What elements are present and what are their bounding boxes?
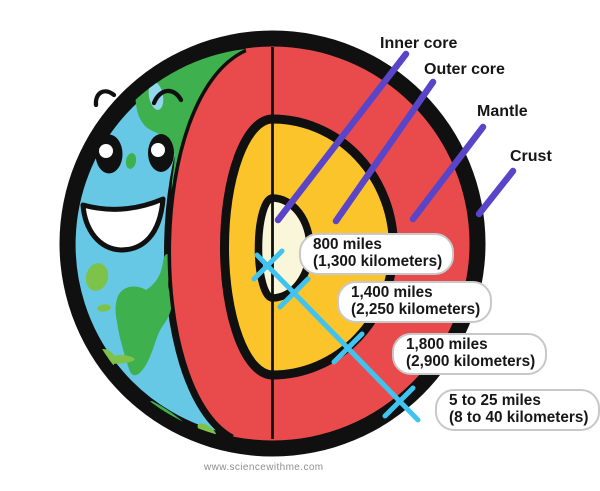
measurement-miles: 5 to 25 miles bbox=[449, 392, 541, 409]
measurement-bubble-crust: 5 to 25 miles (8 to 40 kilometers) bbox=[435, 389, 600, 431]
measure-tick-center bbox=[251, 248, 285, 282]
island-patch bbox=[125, 153, 137, 169]
measurement-miles: 1,800 miles bbox=[406, 336, 488, 353]
right-eyebrow bbox=[151, 88, 184, 106]
pointer-line-mantle bbox=[409, 123, 487, 223]
label-crust: Crust bbox=[510, 148, 552, 165]
pointer-line-outer-core bbox=[332, 78, 437, 225]
pointer-line-inner-core bbox=[274, 50, 410, 224]
measurement-bubble-inner-core: 800 miles (1,300 kilometers) bbox=[299, 233, 455, 275]
smile bbox=[80, 196, 166, 253]
measurement-bubble-outer-core: 1,400 miles (2,250 kilometers) bbox=[337, 281, 493, 323]
measurement-miles: 800 miles bbox=[313, 236, 382, 253]
island-patch bbox=[106, 354, 135, 364]
label-mantle: Mantle bbox=[477, 103, 528, 120]
measurement-kilometers: (1,300 kilometers) bbox=[313, 252, 443, 270]
measurement-kilometers: (8 to 40 kilometers) bbox=[449, 408, 589, 426]
measurement-ruler bbox=[251, 248, 421, 423]
pointer-line-crust bbox=[475, 167, 517, 218]
measure-tick-inner-core bbox=[277, 276, 311, 310]
left-eye-highlight bbox=[99, 144, 113, 158]
measurement-kilometers: (2,250 kilometers) bbox=[351, 300, 481, 318]
left-eyebrow bbox=[93, 89, 117, 108]
measurement-kilometers: (2,900 kilometers) bbox=[406, 352, 536, 370]
island-patch bbox=[85, 263, 109, 291]
measurement-bubble-mantle: 1,800 miles (2,900 kilometers) bbox=[392, 333, 548, 375]
island-patch bbox=[97, 304, 111, 312]
measure-tick-outer-core bbox=[331, 331, 365, 365]
website-credit: www.sciencewithme.com bbox=[204, 462, 324, 473]
measure-line bbox=[254, 252, 421, 423]
measure-tick-crust bbox=[382, 385, 416, 419]
continent-middle bbox=[115, 253, 172, 376]
measurement-miles: 1,400 miles bbox=[351, 284, 433, 301]
right-eye-highlight bbox=[151, 143, 165, 157]
label-outer-core: Outer core bbox=[424, 61, 505, 78]
label-inner-core: Inner core bbox=[380, 35, 458, 52]
